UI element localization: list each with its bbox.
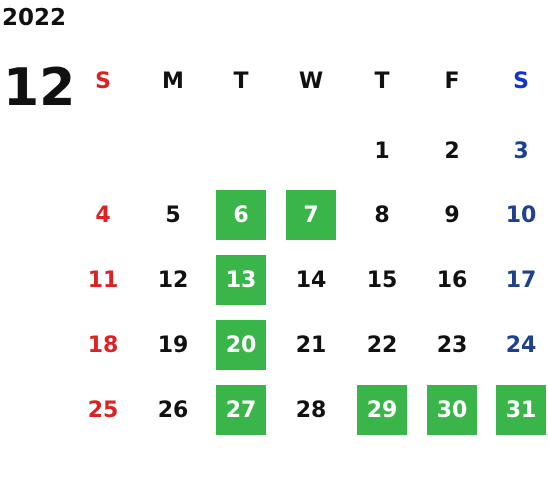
weekday-header-sat: S bbox=[513, 68, 529, 94]
day-cell[interactable]: 15 bbox=[366, 267, 398, 293]
day-cell[interactable]: 22 bbox=[366, 332, 398, 358]
day-cell[interactable]: 28 bbox=[295, 397, 327, 423]
weekday-header-sun: S bbox=[95, 68, 111, 94]
day-cell[interactable]: 24 bbox=[505, 332, 537, 358]
day-cell[interactable]: 3 bbox=[513, 138, 529, 164]
day-cell[interactable]: 12 bbox=[157, 267, 189, 293]
weekday-header-wed: W bbox=[298, 68, 324, 94]
day-cell[interactable]: 8 bbox=[374, 202, 390, 228]
day-cell[interactable]: 21 bbox=[295, 332, 327, 358]
month-label: 12 bbox=[3, 58, 76, 118]
day-cell[interactable]: 16 bbox=[436, 267, 468, 293]
day-cell[interactable]: 5 bbox=[165, 202, 181, 228]
day-cell[interactable]: 29 bbox=[357, 385, 407, 435]
day-cell[interactable]: 1 bbox=[374, 138, 390, 164]
day-cell[interactable]: 6 bbox=[216, 190, 266, 240]
weekday-header-thu: T bbox=[374, 68, 390, 94]
weekday-header-mon: M bbox=[162, 68, 184, 94]
year-label: 2022 bbox=[2, 5, 67, 31]
day-cell[interactable]: 19 bbox=[157, 332, 189, 358]
day-cell[interactable]: 13 bbox=[216, 255, 266, 305]
day-cell[interactable]: 27 bbox=[216, 385, 266, 435]
day-cell[interactable]: 14 bbox=[295, 267, 327, 293]
day-cell[interactable]: 18 bbox=[87, 332, 119, 358]
day-cell[interactable]: 23 bbox=[436, 332, 468, 358]
day-cell[interactable]: 20 bbox=[216, 320, 266, 370]
day-cell[interactable]: 25 bbox=[87, 397, 119, 423]
day-cell[interactable]: 7 bbox=[286, 190, 336, 240]
day-cell[interactable]: 4 bbox=[95, 202, 111, 228]
weekday-header-fri: F bbox=[444, 68, 460, 94]
day-cell[interactable]: 30 bbox=[427, 385, 477, 435]
day-cell[interactable]: 2 bbox=[444, 138, 460, 164]
day-cell[interactable]: 10 bbox=[505, 202, 537, 228]
day-cell[interactable]: 17 bbox=[505, 267, 537, 293]
day-cell[interactable]: 11 bbox=[87, 267, 119, 293]
day-cell[interactable]: 9 bbox=[444, 202, 460, 228]
day-cell[interactable]: 31 bbox=[496, 385, 546, 435]
day-cell[interactable]: 26 bbox=[157, 397, 189, 423]
weekday-header-tue: T bbox=[233, 68, 249, 94]
